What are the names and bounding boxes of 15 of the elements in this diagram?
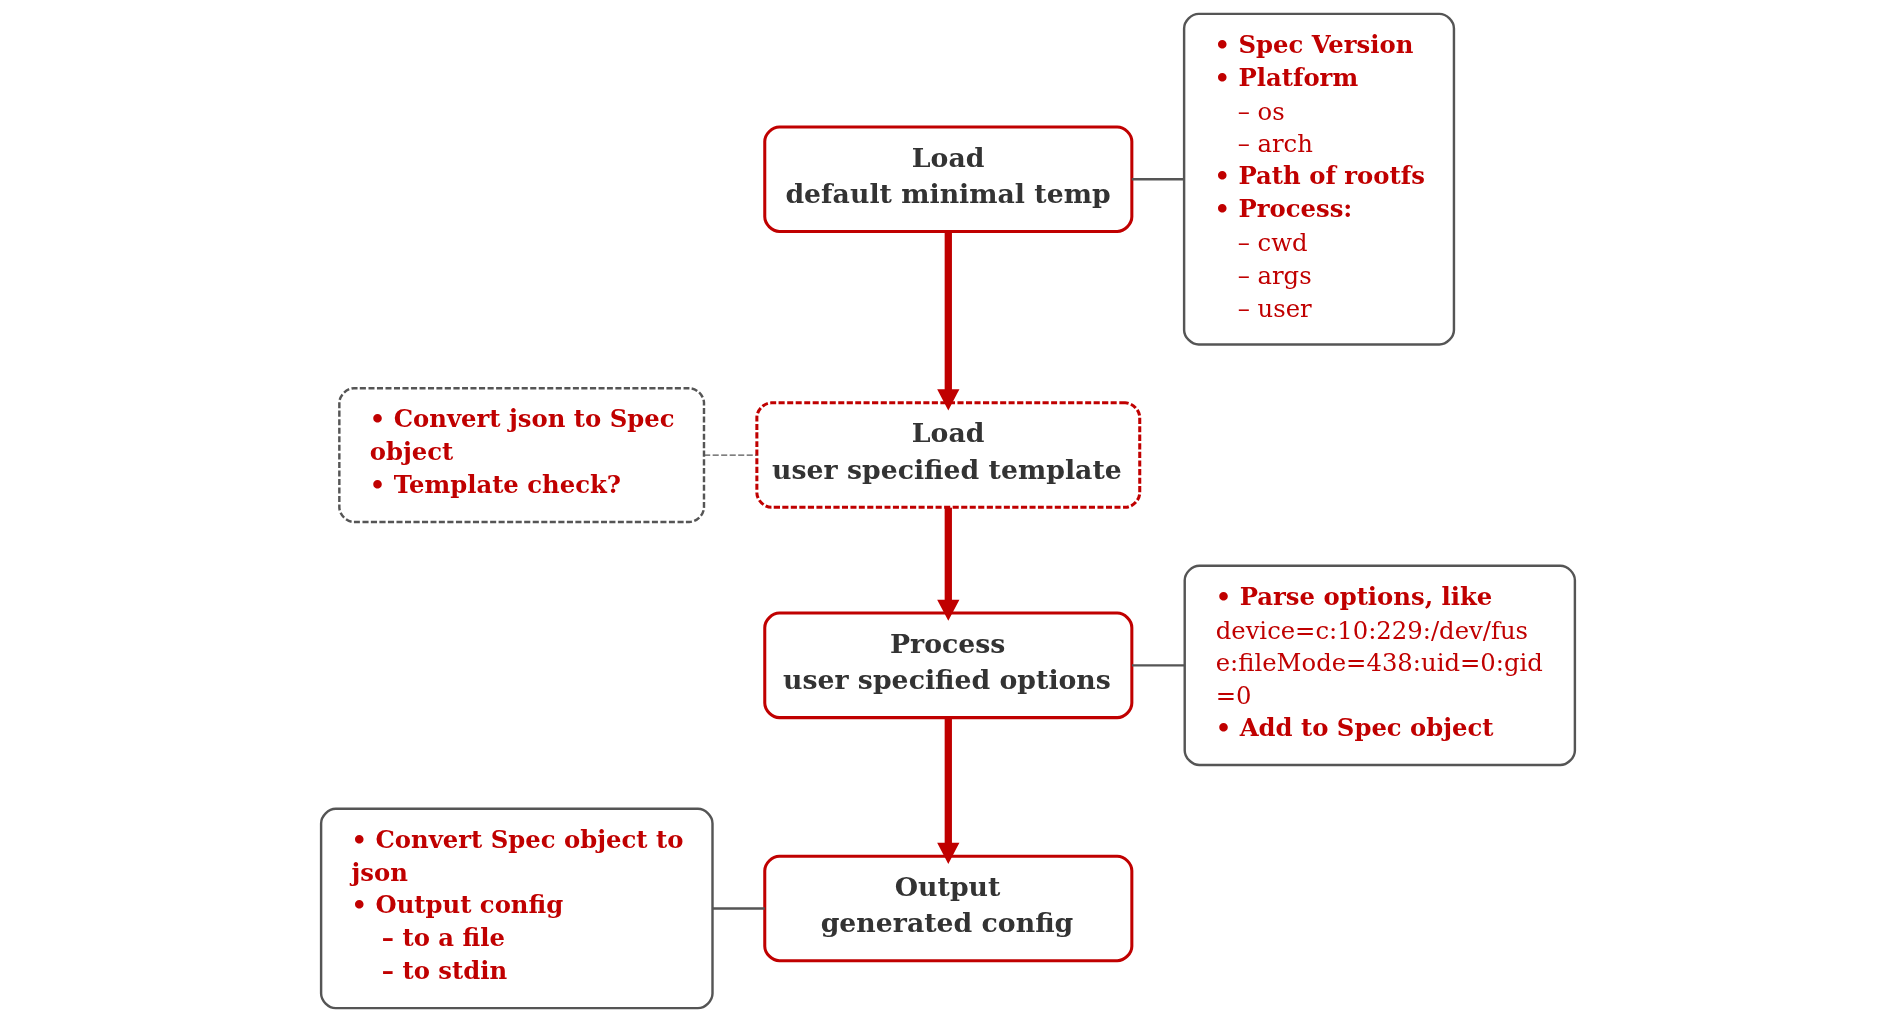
node-box: Load user specified template xyxy=(754,400,1141,509)
node-box: Process user specified options xyxy=(762,611,1133,719)
node-box: • Spec Version • Platform – os – arch • Path of rootfs • Process: – cwd – args – user xyxy=(1182,12,1455,346)
node-box: • Convert Spec object to json • Output config – to a file – to stdin xyxy=(319,807,714,1009)
connector xyxy=(1131,663,1184,667)
node-box: • Convert json to Spec object • Template check? xyxy=(337,386,705,523)
arrow xyxy=(936,231,959,410)
connector xyxy=(712,906,765,910)
arrow xyxy=(936,507,959,621)
connector xyxy=(1131,177,1184,180)
node-box: Load default minimal temp xyxy=(762,124,1133,233)
connector xyxy=(703,453,757,456)
node-box: Output generated config xyxy=(762,854,1133,962)
node-box: • Parse options, like device=c:10:229:/dev/fuse:fileMode=438:uid=0:gid=0 • Add to Spec object xyxy=(1183,564,1576,766)
arrow xyxy=(936,717,959,864)
